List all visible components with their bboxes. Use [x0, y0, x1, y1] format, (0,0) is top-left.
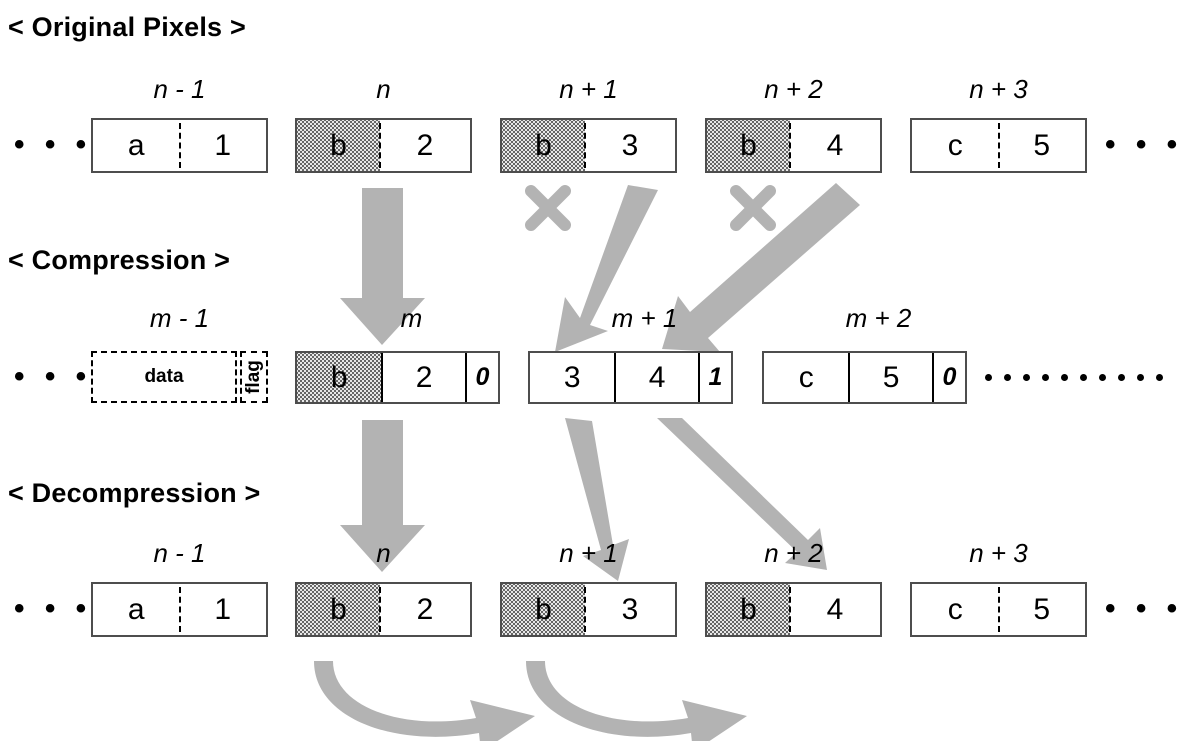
cell-data: b	[502, 584, 587, 635]
cell-value: 5	[1033, 128, 1051, 162]
compression-block-m-plus-2: c 5 0	[762, 351, 967, 404]
original-leading-ellipsis: • • •	[14, 128, 93, 161]
compression-label-m-plus-2: m + 2	[845, 303, 912, 333]
cell-value: 5	[850, 353, 934, 402]
original-block-n: b 2	[295, 118, 472, 173]
decompression-label-n-plus-3: n + 3	[969, 538, 1028, 568]
decompression-block-n-minus-1: a 1	[91, 582, 268, 637]
compression-label-m-minus-1: m - 1	[149, 303, 210, 333]
compression-legend-flag-box: flag	[240, 351, 268, 403]
original-trailing-ellipsis: • • •	[1105, 128, 1178, 161]
legend-data-label: data	[144, 366, 184, 387]
decompression-block-n-plus-3: c 5	[910, 582, 1087, 637]
cell-flag: 0	[942, 363, 957, 391]
cell-value: 3	[621, 592, 639, 626]
section-title-decompression: < Decompression >	[8, 478, 261, 508]
compression-leading-ellipsis: • • •	[14, 360, 93, 393]
trail-dot	[1042, 374, 1049, 381]
decompression-block-n: b 2	[295, 582, 472, 637]
cell-value: 2	[416, 592, 434, 626]
cell-value: 4	[826, 592, 844, 626]
cell-flag: 0	[475, 363, 490, 391]
decompression-label-n-minus-1: n - 1	[153, 538, 206, 568]
decompression-block-n-plus-2: b 4	[705, 582, 882, 637]
compression-block-m-plus-1: 3 4 1	[528, 351, 733, 404]
cell-value: 2	[383, 353, 467, 402]
decompression-trailing-ellipsis: • • •	[1105, 592, 1178, 625]
compression-legend-data-box: data	[91, 351, 237, 403]
trail-dot	[1137, 374, 1144, 381]
cell-flag: 1	[708, 363, 723, 391]
cell-data: b	[707, 584, 792, 635]
cell-data: b	[297, 120, 382, 171]
original-block-n-minus-1: a 1	[91, 118, 268, 173]
section-title-original: < Original Pixels >	[8, 12, 246, 42]
decompression-label-n: n	[376, 538, 391, 568]
section-title-compression: < Compression >	[8, 245, 231, 275]
decompression-label-n-plus-2: n + 2	[764, 538, 823, 568]
decompression-block-n-plus-1: b 3	[500, 582, 677, 637]
trail-dot	[1118, 374, 1125, 381]
original-label-n-plus-1: n + 1	[559, 74, 618, 104]
cross-mark-2-icon	[730, 185, 776, 231]
compression-block-m: b 2 0	[295, 351, 500, 404]
cell-data: c	[764, 353, 851, 402]
trail-dot	[1004, 374, 1011, 381]
decompression-label-n-plus-1: n + 1	[559, 538, 618, 568]
compression-trailing-dots	[985, 374, 1175, 381]
cell-data: b	[502, 120, 587, 171]
cell-data: c	[912, 120, 999, 171]
cell-value: 1	[214, 592, 232, 626]
cell-value: 3	[621, 128, 639, 162]
compression-label-m: m	[400, 303, 423, 333]
cell-data: b	[297, 353, 384, 402]
cell-data: a	[93, 584, 180, 635]
trail-dot	[1099, 374, 1106, 381]
decompression-leading-ellipsis: • • •	[14, 592, 93, 625]
arrow-curve-np1-to-np2	[526, 661, 747, 741]
trail-dot	[1080, 374, 1087, 381]
cell-data: b	[297, 584, 382, 635]
legend-flag-label: flag	[243, 360, 264, 394]
cell-value: 2	[416, 128, 434, 162]
original-block-n-plus-2: b 4	[705, 118, 882, 173]
trail-dot	[985, 374, 992, 381]
compression-label-m-plus-1: m + 1	[611, 303, 678, 333]
cell-data: 3	[530, 353, 617, 402]
trail-dot	[1156, 374, 1163, 381]
cell-value: 1	[214, 128, 232, 162]
trail-dot	[1061, 374, 1068, 381]
cell-data: a	[93, 120, 180, 171]
cross-mark-1-icon	[525, 185, 571, 231]
original-label-n: n	[376, 74, 391, 104]
original-block-n-plus-3: c 5	[910, 118, 1087, 173]
cell-value: 5	[1033, 592, 1051, 626]
original-block-n-plus-1: b 3	[500, 118, 677, 173]
cell-value: 4	[826, 128, 844, 162]
cell-value: 4	[616, 353, 700, 402]
cell-data: b	[707, 120, 792, 171]
original-label-n-plus-3: n + 3	[969, 74, 1028, 104]
trail-dot	[1023, 374, 1030, 381]
arrow-curve-n-to-np1	[314, 661, 535, 741]
cell-data: c	[912, 584, 999, 635]
original-label-n-minus-1: n - 1	[153, 74, 206, 104]
original-label-n-plus-2: n + 2	[764, 74, 823, 104]
